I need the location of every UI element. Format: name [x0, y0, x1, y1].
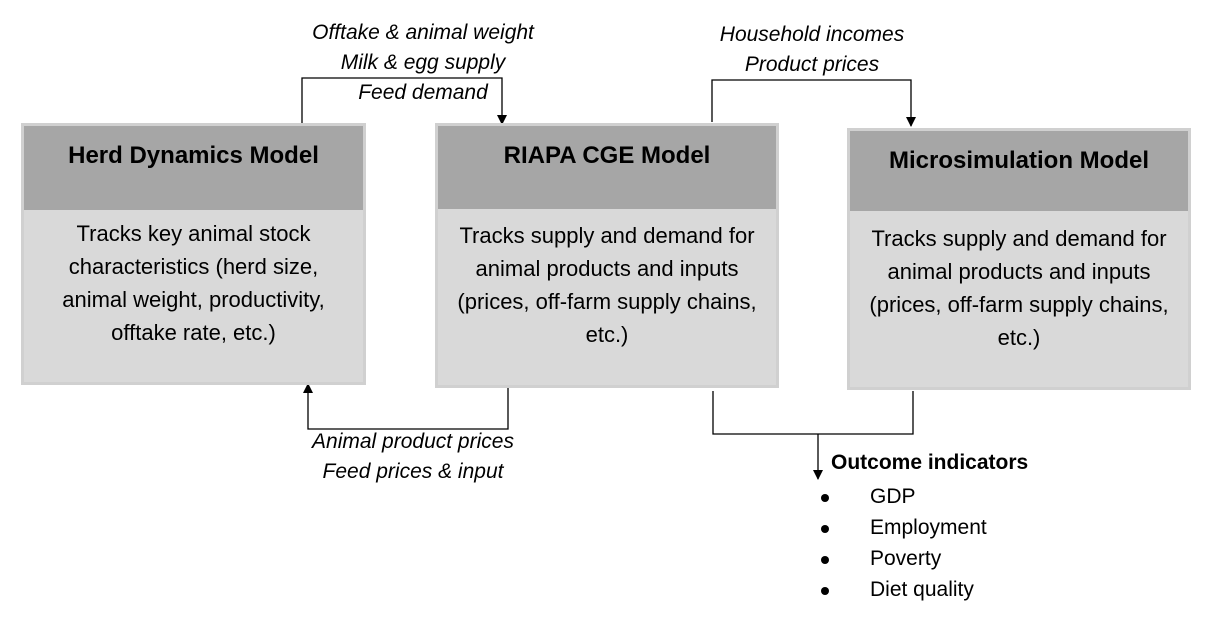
outcome-indicators-list: GDP Employment Poverty Diet quality — [818, 481, 987, 605]
list-item: Employment — [818, 512, 987, 543]
outcome-label: Employment — [870, 516, 987, 539]
outcome-label: Diet quality — [870, 578, 974, 601]
microsimulation-box: Microsimulation Model Tracks supply and … — [847, 128, 1191, 390]
bullet-icon — [821, 556, 829, 564]
cge-to-micro-arrow — [711, 79, 916, 127]
cge-to-herd-label: Animal product prices Feed prices & inpu… — [268, 427, 558, 487]
flow-label-line: Feed demand — [358, 81, 488, 104]
outcome-label: GDP — [870, 485, 916, 508]
flow-label-line: Product prices — [744, 53, 880, 76]
riapa-cge-title: RIAPA CGE Model — [438, 126, 776, 209]
list-item: GDP — [818, 481, 987, 512]
outcome-indicators-title: Outcome indicators — [831, 451, 1029, 474]
list-item: Diet quality — [818, 574, 987, 605]
herd-dynamics-description: Tracks key animal stock characteristics … — [62, 221, 325, 345]
herd-to-cge-arrow — [301, 77, 507, 125]
herd-to-cge-label: Offtake & animal weight Milk & egg suppl… — [262, 18, 584, 108]
flow-label-line: Feed prices & input — [322, 460, 504, 483]
flow-label-line: Offtake & animal weight — [312, 21, 534, 44]
cge-to-herd-arrow — [303, 383, 509, 430]
microsimulation-description: Tracks supply and demand for animal prod… — [869, 226, 1169, 350]
flow-label-line: Animal product prices — [312, 430, 514, 453]
herd-dynamics-box: Herd Dynamics Model Tracks key animal st… — [21, 123, 366, 385]
herd-dynamics-title: Herd Dynamics Model — [24, 126, 363, 210]
cge-to-micro-label: Household incomes Product prices — [672, 20, 952, 80]
outcome-label: Poverty — [870, 547, 942, 570]
list-item: Poverty — [818, 543, 987, 574]
riapa-cge-box: RIAPA CGE Model Tracks supply and demand… — [435, 123, 779, 388]
bullet-icon — [821, 494, 829, 502]
riapa-cge-description: Tracks supply and demand for animal prod… — [457, 223, 757, 347]
microsimulation-title: Microsimulation Model — [850, 131, 1188, 211]
flow-label-line: Household incomes — [719, 23, 905, 46]
bullet-icon — [821, 587, 829, 595]
bullet-icon — [821, 525, 829, 533]
models-to-outcomes-bracket — [712, 391, 914, 435]
flow-label-line: Milk & egg supply — [340, 51, 506, 74]
